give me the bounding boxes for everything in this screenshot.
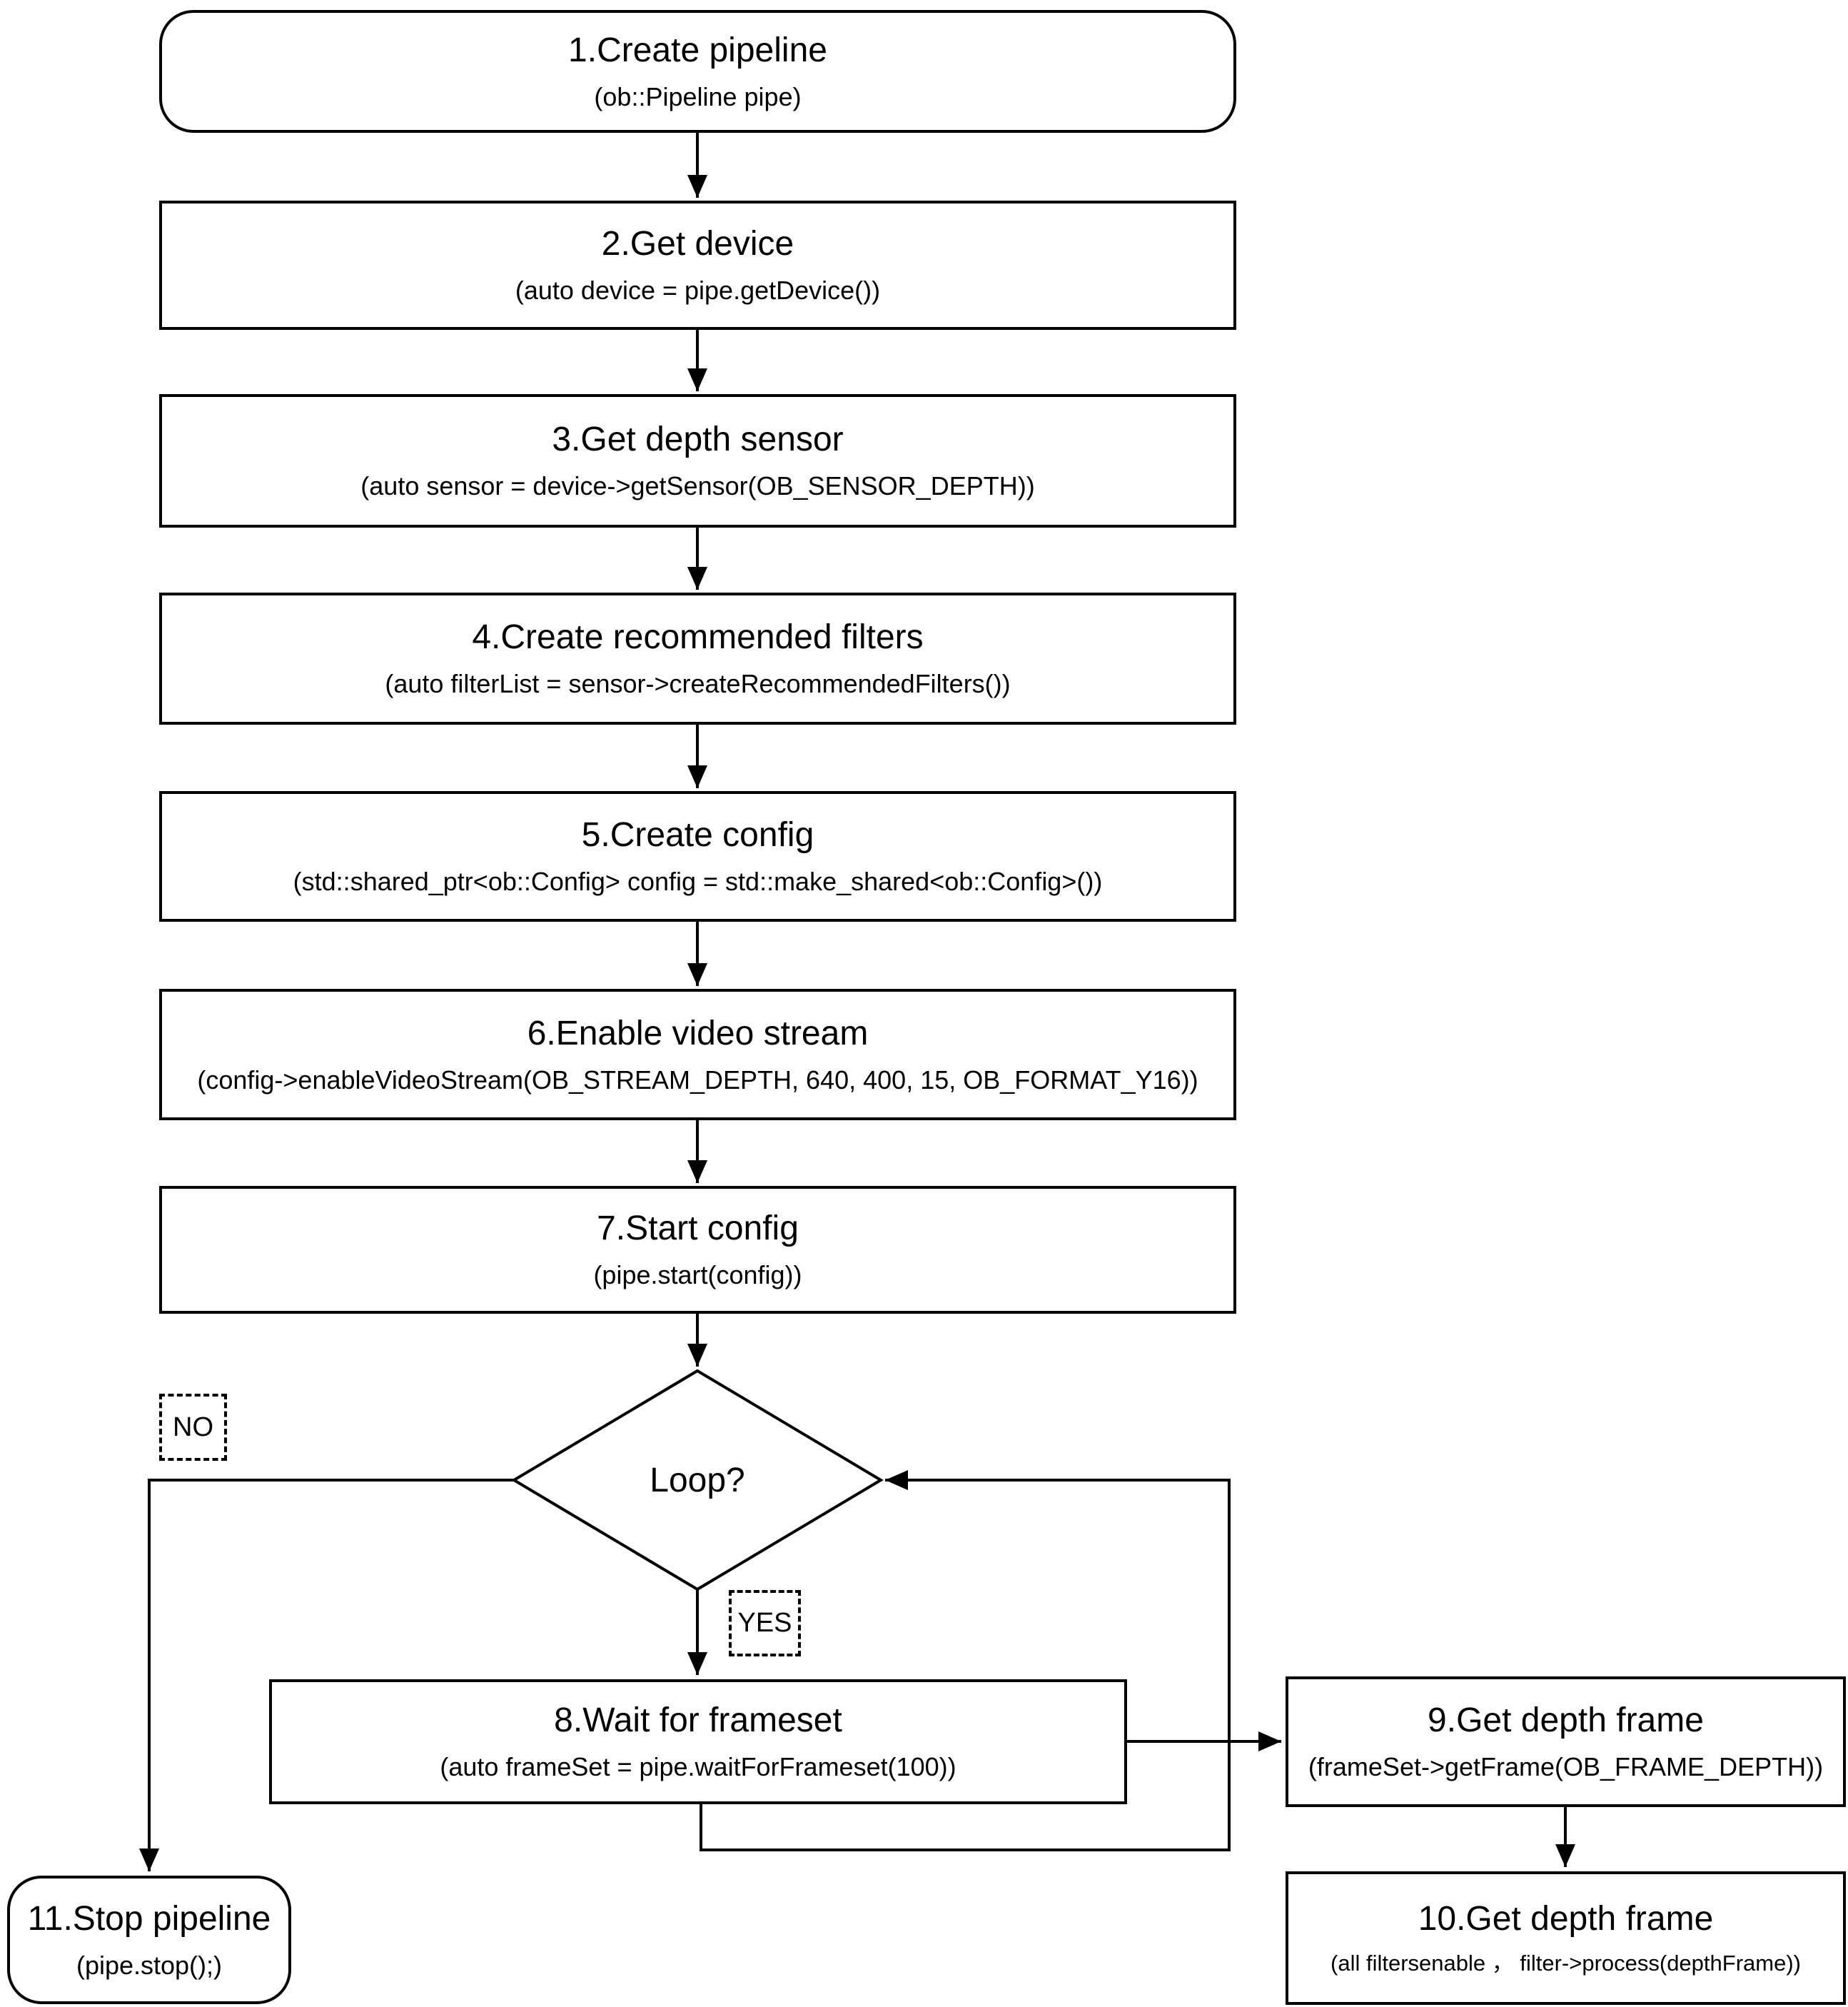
node-title: 10.Get depth frame — [1418, 1900, 1714, 1938]
node-title: 4.Create recommended filters — [472, 618, 924, 657]
node-code: (ob::Pipeline pipe) — [594, 81, 802, 111]
node-stop-pipeline: 11.Stop pipeline (pipe.stop();) — [7, 1876, 291, 2004]
node-title: 6.Enable video stream — [527, 1014, 869, 1052]
node-create-recommended-filters: 4.Create recommended filters (auto filte… — [159, 593, 1236, 725]
node-title: 3.Get depth sensor — [552, 421, 844, 459]
node-code: (auto device = pipe.getDevice()) — [515, 276, 881, 306]
node-code: (config->enableVideoStream(OB_STREAM_DEP… — [197, 1065, 1198, 1095]
decision-label: Loop? — [650, 1461, 745, 1499]
node-title: 9.Get depth frame — [1428, 1701, 1704, 1740]
node-get-depth-frame-10: 10.Get depth frame (all filtersenable ， … — [1286, 1871, 1846, 2005]
node-title: 1.Create pipeline — [568, 31, 827, 69]
node-code: (all filtersenable ， filter->process(dep… — [1331, 1951, 1801, 1976]
node-get-depth-sensor: 3.Get depth sensor (auto sensor = device… — [159, 394, 1236, 528]
node-enable-video-stream: 6.Enable video stream (config->enableVid… — [159, 989, 1236, 1120]
node-code: (pipe.stop();) — [76, 1950, 223, 1980]
node-code: (pipe.start(config)) — [593, 1260, 802, 1290]
node-start-config: 7.Start config (pipe.start(config)) — [159, 1186, 1236, 1314]
branch-label-yes: YES — [729, 1590, 801, 1656]
node-code: (auto sensor = device->getSensor(OB_SENS… — [360, 471, 1035, 501]
node-create-config: 5.Create config (std::shared_ptr<ob::Con… — [159, 791, 1236, 922]
node-wait-for-frameset: 8.Wait for frameset (auto frameSet = pip… — [269, 1679, 1127, 1804]
node-get-device: 2.Get device (auto device = pipe.getDevi… — [159, 201, 1236, 330]
node-title: 7.Start config — [597, 1209, 799, 1248]
node-code: (auto frameSet = pipe.waitForFrameset(10… — [440, 1752, 956, 1782]
node-code: (auto filterList = sensor->createRecomme… — [385, 669, 1011, 699]
node-title: 2.Get device — [601, 225, 794, 263]
node-create-pipeline: 1.Create pipeline (ob::Pipeline pipe) — [159, 10, 1236, 133]
node-code: (frameSet->getFrame(OB_FRAME_DEPTH)) — [1308, 1752, 1824, 1782]
arrow-node8-loopback-decision — [700, 1470, 1231, 1851]
arrow-decision-node11-no — [139, 1479, 514, 1871]
node-code: (std::shared_ptr<ob::Config> config = st… — [293, 867, 1103, 897]
node-title: 5.Create config — [581, 816, 814, 855]
node-title: 11.Stop pipeline — [27, 1899, 271, 1938]
node-get-depth-frame-9: 9.Get depth frame (frameSet->getFrame(OB… — [1286, 1676, 1846, 1807]
node-title: 8.Wait for frameset — [554, 1701, 842, 1740]
branch-label-no: NO — [159, 1394, 227, 1461]
